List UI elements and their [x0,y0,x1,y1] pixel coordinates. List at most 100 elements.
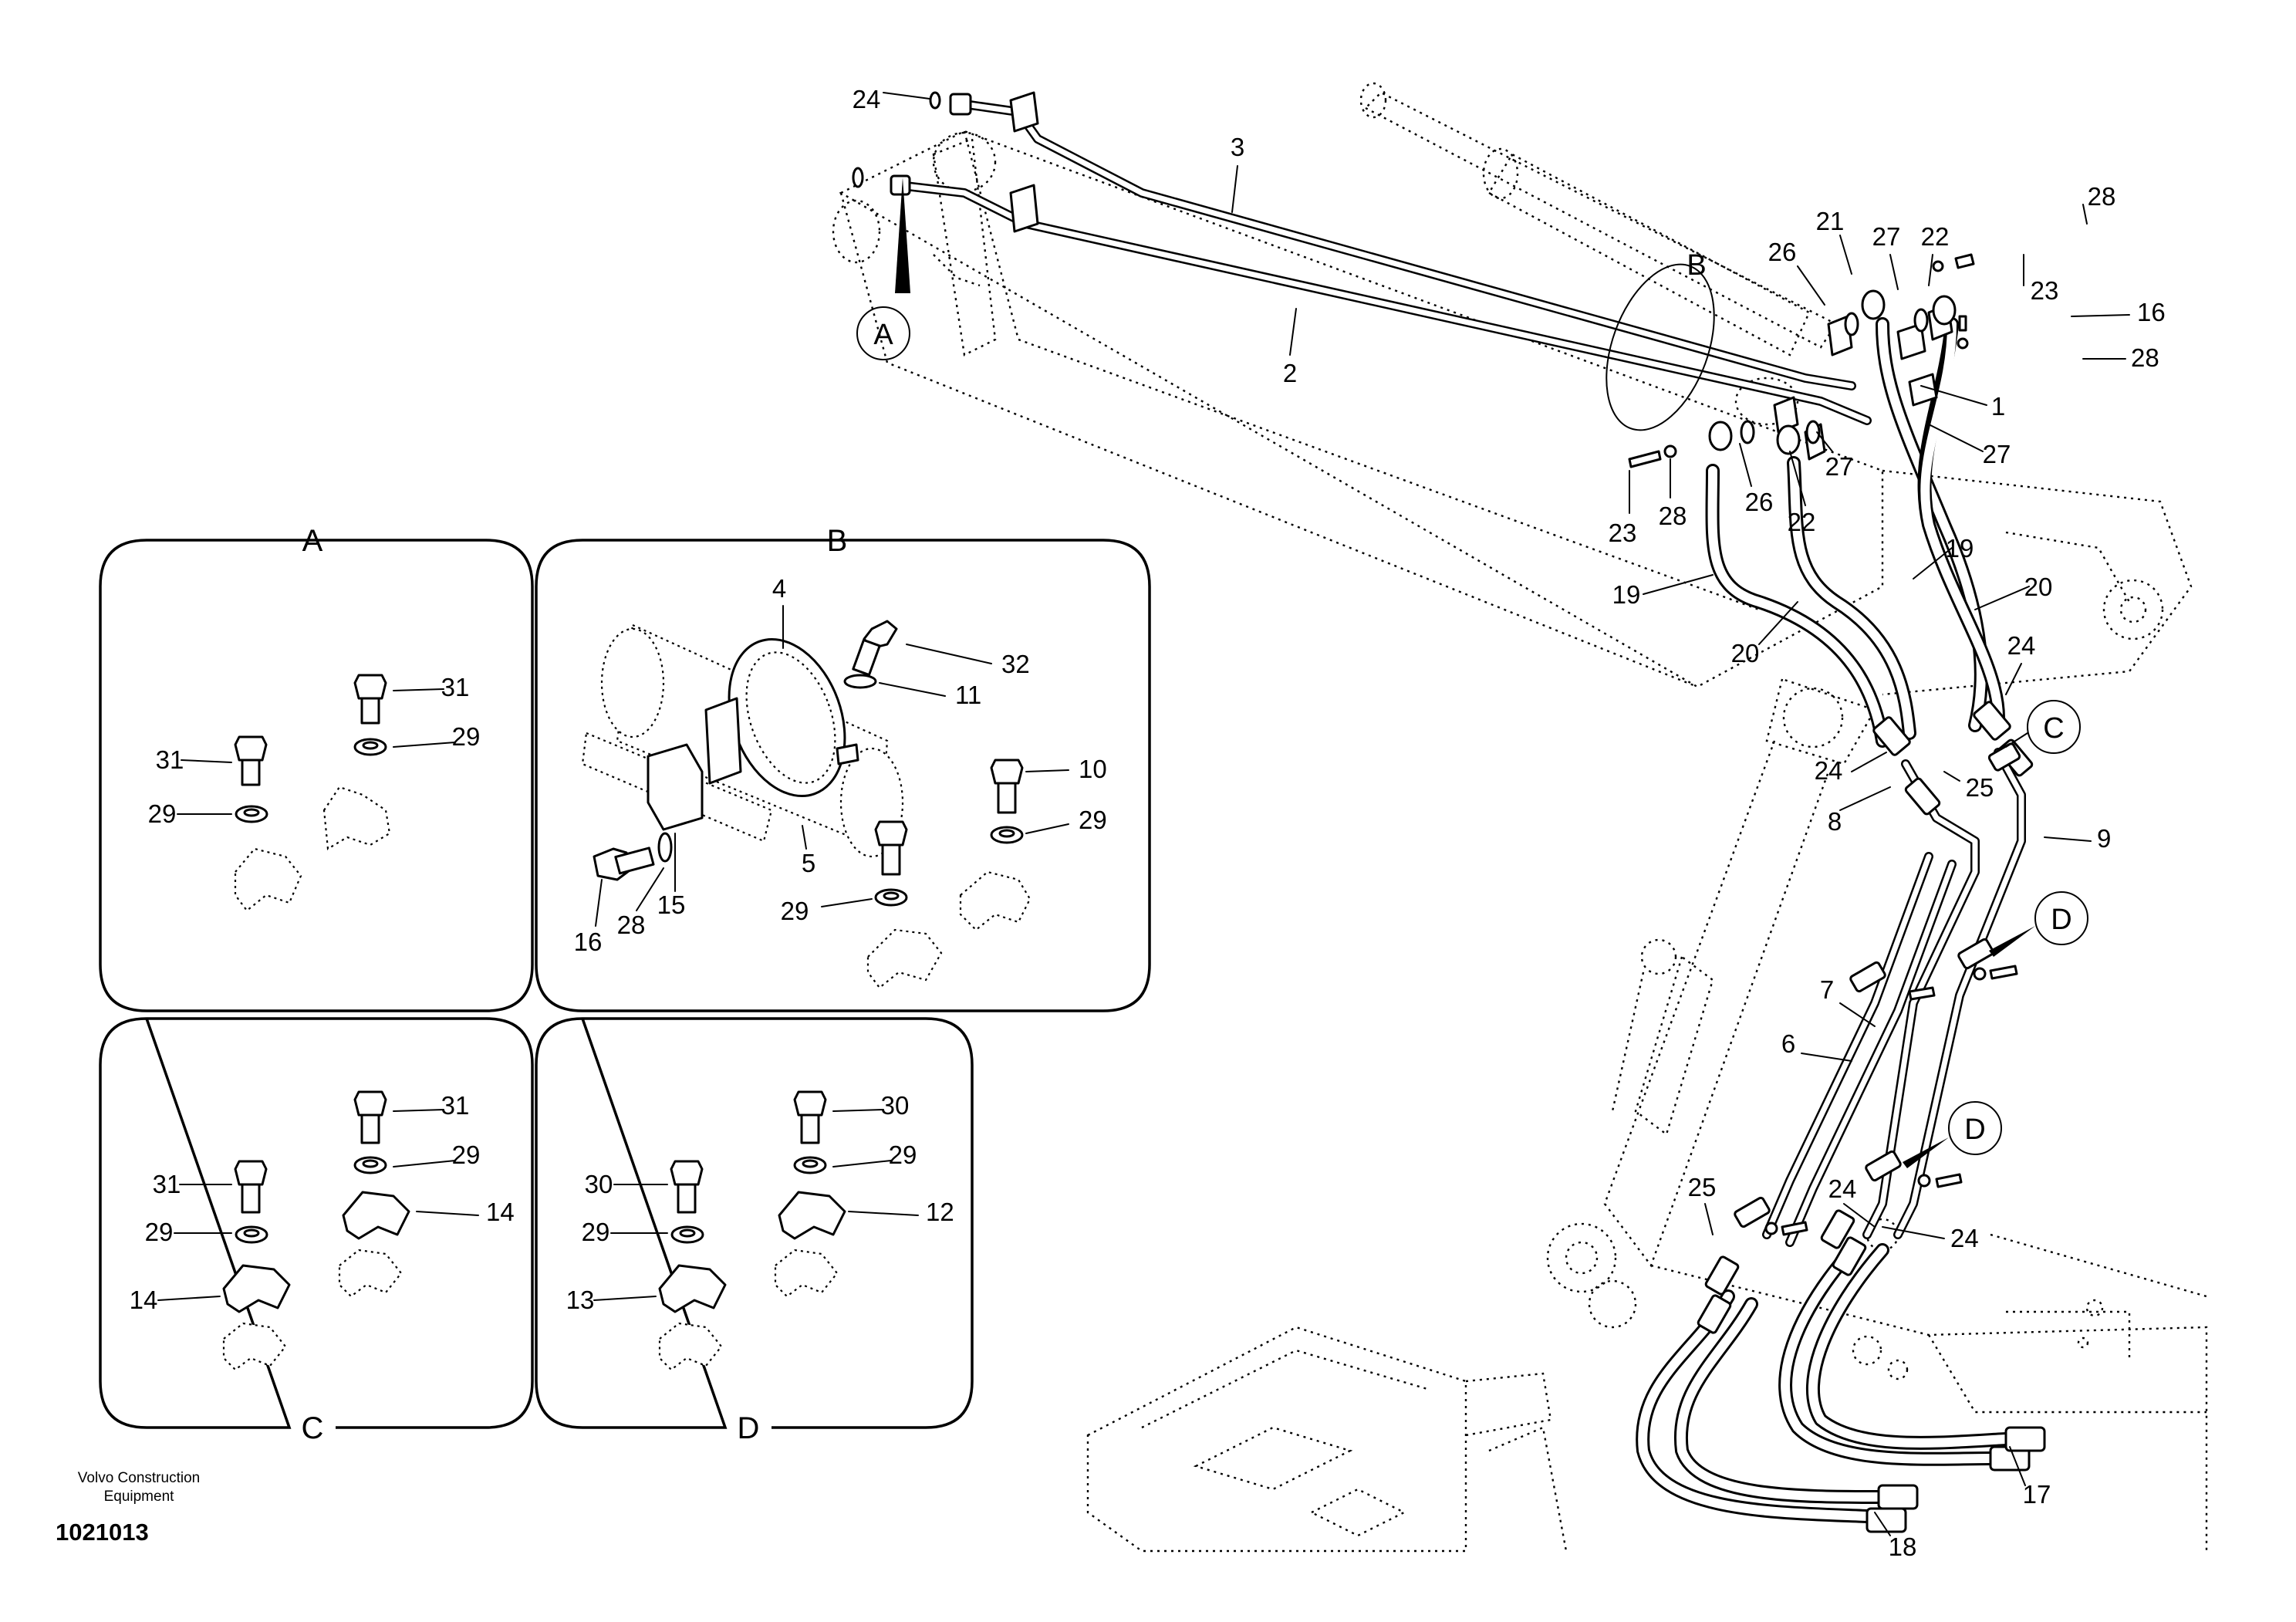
leader-line [906,644,992,664]
leader-line [636,867,664,911]
part-number-label: 28 [2088,182,2116,211]
leader-line [1758,601,1798,645]
part-number-label: 29 [1079,806,1107,834]
part-number-label: 26 [1745,488,1774,516]
callout-b[interactable]: B [1687,249,1706,282]
part-number-label: 22 [1788,508,1816,536]
leader-line [1739,443,1752,487]
leader-line [1839,786,1891,811]
part-number-label: 27 [1825,452,1854,481]
leader-line [832,1109,884,1112]
part-number-label: 23 [2031,276,2059,305]
part-number-label: 7 [1820,975,1834,1004]
panel-a-title: A [302,524,323,558]
part-number-label: 27 [1983,440,2011,468]
leader-line [1643,574,1714,595]
panel-d-title: D [738,1411,760,1445]
leader-line [1943,771,1960,782]
part-number-label: 8 [1828,807,1842,836]
part-number-label: 31 [156,745,184,774]
leader-line [393,1160,456,1168]
leader-line [2005,663,2022,695]
part-number-label: 24 [1950,1224,1979,1252]
callout-a-pointer [895,177,910,293]
leader-line [2009,1446,2026,1486]
leader-line [1801,1053,1852,1062]
svg-text:B: B [1687,249,1706,282]
part-number-label: 23 [1609,519,1637,547]
leader-line [393,688,444,691]
leader-line [1839,1002,1876,1027]
part-number-label: 32 [1001,650,1030,678]
part-number-label: 28 [2131,343,2159,372]
part-number-label: 18 [1889,1532,1917,1561]
part-number-label: 2 [1283,359,1297,387]
panel-c-title: C [302,1411,324,1445]
steel-pipes [852,91,1872,425]
callout-d-lower[interactable]: D [1903,1101,2002,1168]
part-number-label: 31 [153,1170,181,1198]
part-number-label: 29 [781,897,809,925]
part-number-label: 29 [452,1140,481,1169]
leader-line [1851,752,1887,772]
leader-line [157,1296,221,1301]
svg-text:D: D [2051,904,2071,936]
machine-outline [832,82,2208,1553]
leader-line [1889,254,1899,290]
leader-line [1920,385,1987,406]
bolts-main [1628,253,2018,1236]
part-number-label: 25 [1688,1173,1717,1201]
publisher-name-line2: Equipment [103,1489,174,1505]
leader-line [595,879,603,927]
leader-line [1882,1226,1945,1239]
leader-line [1913,547,1953,580]
leader-line [1231,165,1238,213]
region-b-outline [1606,263,1715,431]
part-number-label: 20 [2024,573,2053,601]
callout-a[interactable]: A [856,306,910,360]
part-number-label: 16 [574,928,603,956]
part-number-label: 24 [853,85,881,113]
leader-line [1797,265,1825,306]
leader-line [393,1109,444,1112]
part-number-label: 22 [1921,222,1950,251]
part-number-label: 20 [1731,639,1760,667]
leader-line [1974,586,2030,610]
part-number-label: 25 [1966,773,1994,802]
leader-line [848,1211,919,1216]
callout-c[interactable]: C [2005,700,2081,754]
detail-panel-a: A [99,524,534,1012]
part-number-label: 24 [2007,631,2036,660]
part-number-label: 29 [145,1218,174,1246]
part-number-label: 1 [1991,392,2005,421]
leader-line [181,759,232,763]
leader-line [802,825,807,850]
part-number-label: 5 [802,849,815,877]
publisher-block: Volvo Construction Equipment 1021013 [54,1469,224,1546]
part-number-label: 24 [1815,756,1843,785]
part-number-label: 17 [2023,1480,2051,1509]
part-number-label: 14 [130,1286,158,1314]
part-number-label: 12 [926,1198,954,1226]
part-number-label: 21 [1816,207,1845,235]
leader-line [2071,314,2130,317]
leader-line [1928,254,1933,286]
svg-text:C: C [2043,712,2064,745]
part-number-label: 11 [955,681,981,709]
part-number-label: 29 [452,722,481,751]
part-number-label: 4 [772,574,786,603]
leader-line [832,1160,892,1168]
part-number-label: 29 [889,1140,917,1169]
part-number-label: 19 [1946,534,1974,563]
callout-d-upper[interactable]: D [1989,891,2088,957]
leader-line [1839,235,1852,275]
leader-line [1025,769,1069,772]
part-number-label: 24 [1828,1174,1857,1203]
part-number-label: 19 [1612,580,1641,609]
